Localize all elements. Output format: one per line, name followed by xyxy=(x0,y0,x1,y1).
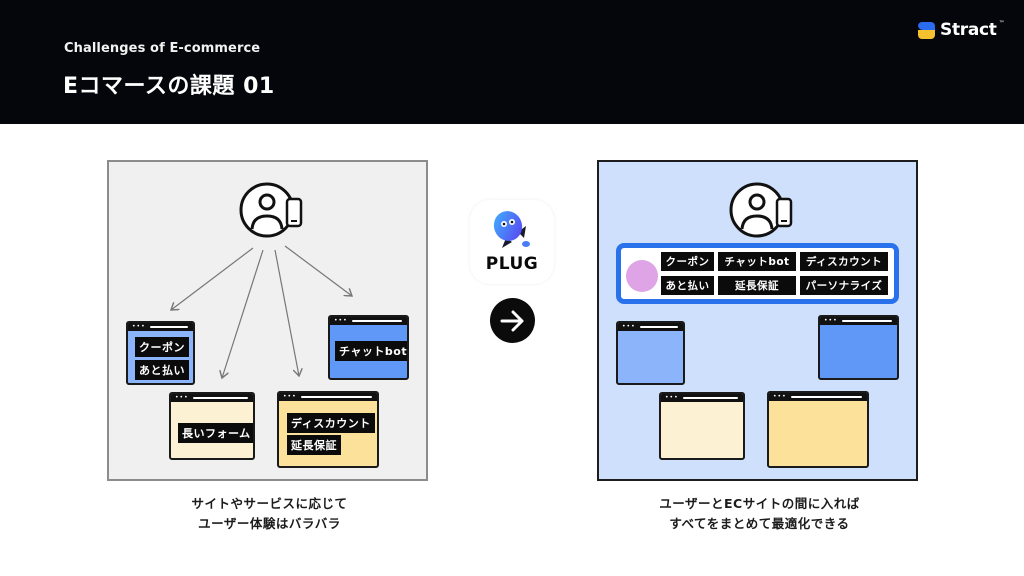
header-bar: Challenges of E-commerce Eコマースの課題 01 Str… xyxy=(0,0,1024,124)
after-caption-line-1: ユーザーとECサイトの間に入れば xyxy=(659,496,860,511)
site-window-4: ••• xyxy=(767,391,869,468)
brand-logo: Stract ™ xyxy=(918,20,1008,40)
tag-long-form: 長いフォーム xyxy=(178,423,253,443)
before-caption-line-1: サイトやサービスに応じて xyxy=(191,496,348,511)
site-window-1: ••• xyxy=(616,321,685,385)
arrow-to-window-2 xyxy=(222,249,264,378)
hub-tag-personalize: パーソナライズ xyxy=(800,276,888,295)
brand-name: Stract xyxy=(940,20,997,40)
user-with-phone-icon xyxy=(729,182,793,238)
tag-deferred-payment: あと払い xyxy=(135,360,189,380)
hub-tag-deferred-payment: あと払い xyxy=(661,276,714,295)
hub-tag-extended-warranty: 延長保証 xyxy=(718,276,796,295)
stract-logo-icon xyxy=(918,21,935,39)
after-diagram: クーポン チャットbot ディスカウント あと払い 延長保証 パーソナライズ •… xyxy=(597,160,918,481)
tag-chatbot: チャットbot xyxy=(335,341,407,361)
tag-extended-warranty: 延長保証 xyxy=(287,435,341,455)
plug-mascot-icon xyxy=(493,211,530,248)
page-subtitle: Challenges of E-commerce xyxy=(64,41,261,56)
user-with-phone-icon xyxy=(239,182,303,238)
connection-arrows xyxy=(109,245,430,483)
site-window-long-form: ••• 長いフォーム xyxy=(169,392,255,460)
site-window-discount: ••• ディスカウント 延長保証 xyxy=(277,391,379,468)
site-window-3: ••• xyxy=(659,392,745,460)
site-window-2: ••• xyxy=(818,315,899,380)
hub-tag-coupon: クーポン xyxy=(661,252,714,271)
hub-avatar-dot xyxy=(626,260,658,292)
hub-tag-chatbot: チャットbot xyxy=(718,252,796,271)
after-caption: ユーザーとECサイトの間に入れば すべてをまとめて最適化できる xyxy=(597,494,922,534)
arrow-right-icon xyxy=(490,298,535,343)
plug-app-icon: PLUG xyxy=(470,200,554,284)
before-caption-line-2: ユーザー体験はバラバラ xyxy=(198,516,341,531)
after-caption-line-2: すべてをまとめて最適化できる xyxy=(669,516,850,531)
trademark: ™ xyxy=(998,19,1005,27)
plug-label: PLUG xyxy=(485,254,539,274)
tag-discount: ディスカウント xyxy=(287,413,375,433)
site-window-coupon: ••• クーポン あと払い xyxy=(126,321,195,385)
plug-hub-panel: クーポン チャットbot ディスカウント あと払い 延長保証 パーソナライズ xyxy=(616,243,899,304)
tag-coupon: クーポン xyxy=(135,337,189,357)
before-diagram: ••• クーポン あと払い ••• 長いフォーム ••• ディスカウント 延長保… xyxy=(107,160,428,481)
arrow-to-window-1 xyxy=(171,247,254,310)
before-caption: サイトやサービスに応じて ユーザー体験はバラバラ xyxy=(107,494,432,534)
arrow-to-window-3 xyxy=(274,249,299,376)
site-window-chatbot: ••• チャットbot xyxy=(328,315,409,380)
arrow-to-window-4 xyxy=(284,245,352,296)
page-title: Eコマースの課題 01 xyxy=(63,74,275,99)
hub-tag-discount: ディスカウント xyxy=(800,252,888,271)
